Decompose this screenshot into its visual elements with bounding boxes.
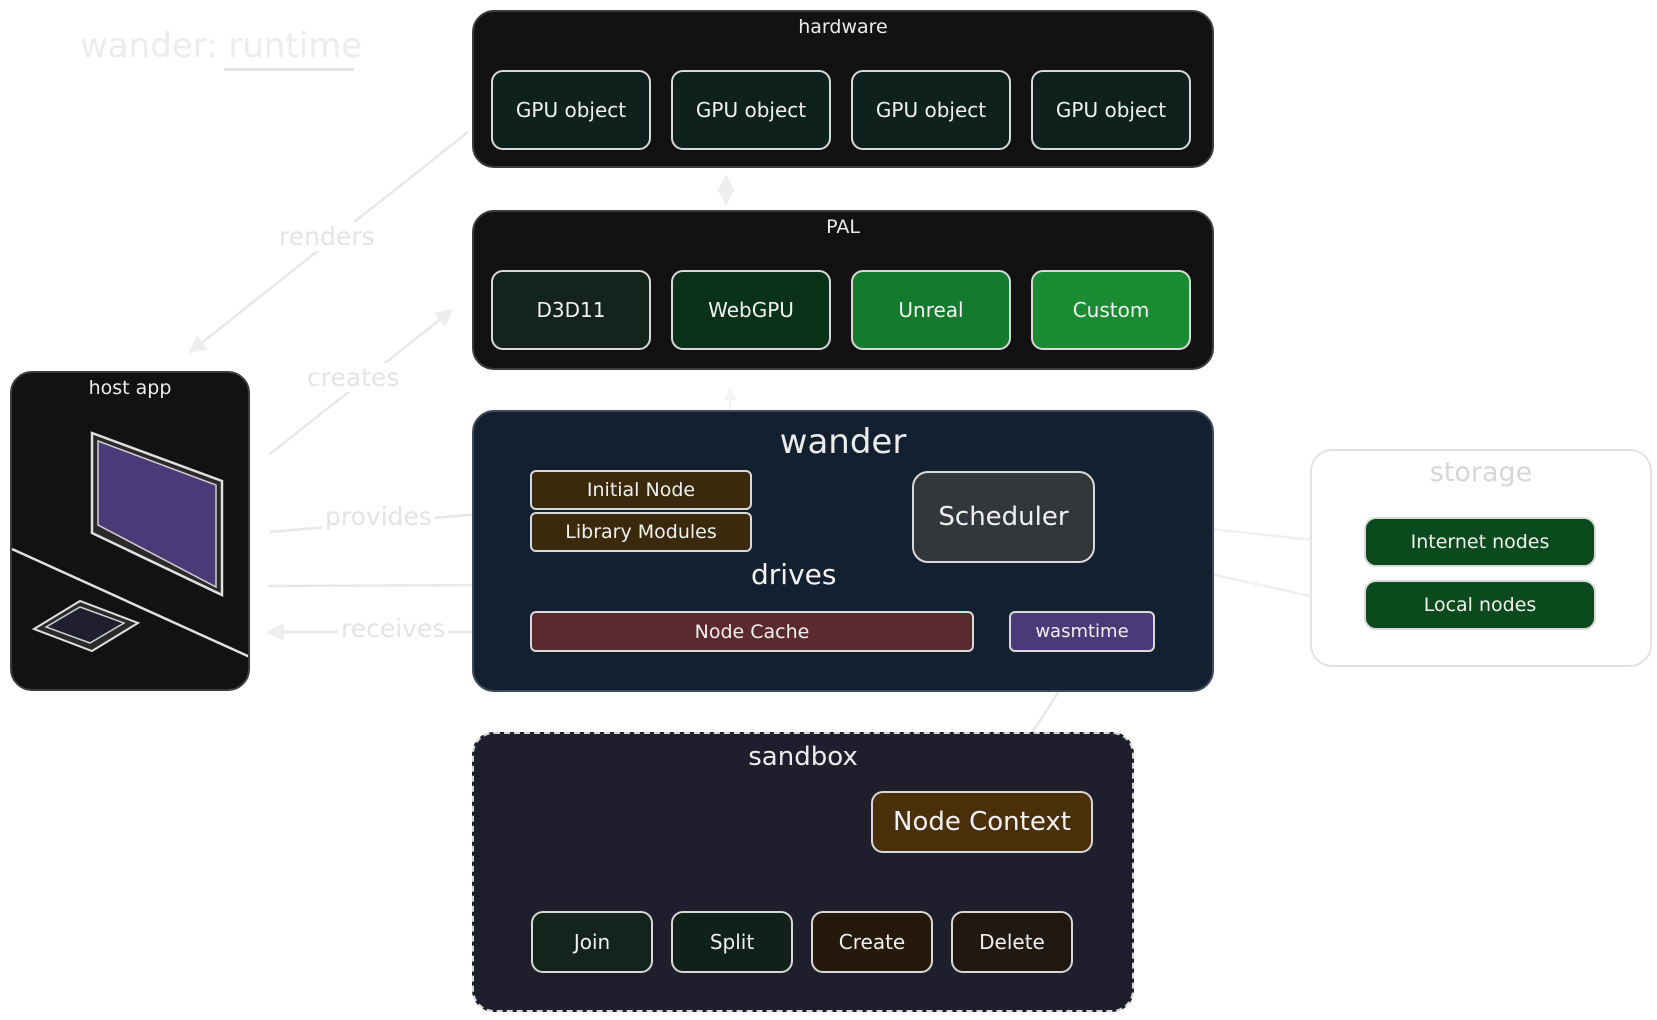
internet-nodes[interactable]: Internet nodes bbox=[1364, 517, 1596, 567]
gpu-object-1[interactable]: GPU object bbox=[491, 70, 651, 150]
pal-d3d11[interactable]: D3D11 bbox=[491, 270, 651, 350]
op-split[interactable]: Split bbox=[671, 911, 793, 973]
label-drives: drives bbox=[748, 558, 840, 591]
title-underline bbox=[224, 68, 354, 71]
label-renders: renders bbox=[276, 222, 378, 251]
node-context[interactable]: Node Context bbox=[871, 791, 1093, 853]
pal-title: PAL bbox=[826, 216, 860, 238]
initial-node[interactable]: Initial Node bbox=[530, 470, 752, 510]
local-nodes[interactable]: Local nodes bbox=[1364, 580, 1596, 630]
monitor-screen bbox=[97, 439, 217, 589]
label-receives: receives bbox=[338, 614, 449, 643]
gpu-object-2[interactable]: GPU object bbox=[671, 70, 831, 150]
host-app-title: host app bbox=[88, 377, 172, 399]
op-create[interactable]: Create bbox=[811, 911, 933, 973]
host-app-panel: host app bbox=[10, 371, 250, 691]
wasmtime[interactable]: wasmtime bbox=[1009, 611, 1155, 652]
page-title: wander: runtime bbox=[80, 26, 362, 71]
pal-webgpu[interactable]: WebGPU bbox=[671, 270, 831, 350]
pal-custom[interactable]: Custom bbox=[1031, 270, 1191, 350]
hardware-title: hardware bbox=[798, 16, 888, 38]
library-modules[interactable]: Library Modules bbox=[530, 512, 752, 552]
gpu-object-4[interactable]: GPU object bbox=[1031, 70, 1191, 150]
wander-title: wander bbox=[779, 422, 907, 462]
host-illustration bbox=[12, 431, 248, 658]
storage-title: storage bbox=[1429, 457, 1533, 488]
device-screen bbox=[44, 606, 126, 644]
op-join[interactable]: Join bbox=[531, 911, 653, 973]
label-creates: creates bbox=[304, 363, 403, 392]
label-provides: provides bbox=[322, 502, 435, 531]
gpu-object-3[interactable]: GPU object bbox=[851, 70, 1011, 150]
node-cache[interactable]: Node Cache bbox=[530, 611, 974, 652]
op-delete[interactable]: Delete bbox=[951, 911, 1073, 973]
sandbox-title: sandbox bbox=[748, 742, 858, 772]
pal-unreal[interactable]: Unreal bbox=[851, 270, 1011, 350]
scheduler[interactable]: Scheduler bbox=[912, 471, 1095, 563]
